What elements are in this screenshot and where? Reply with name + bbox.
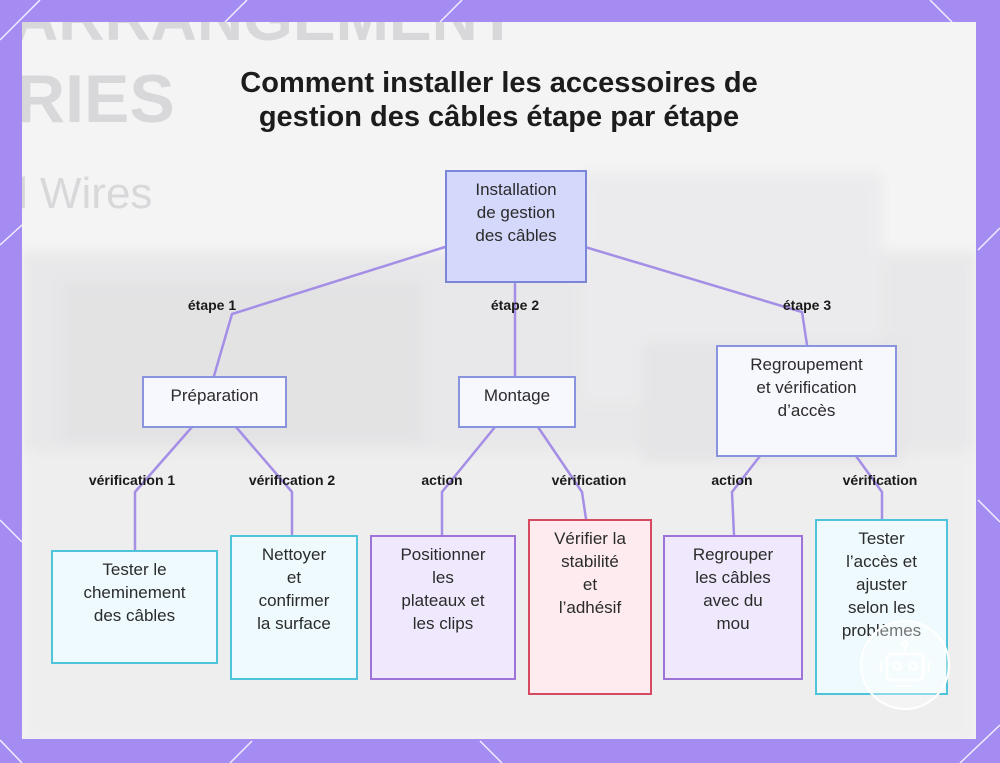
node-line: ajuster bbox=[842, 573, 921, 596]
node-nettoyer: Nettoyer et confirmer la surface bbox=[230, 535, 358, 680]
node-line: de gestion bbox=[475, 201, 556, 224]
node-montage: Montage bbox=[458, 376, 576, 428]
node-tester-cheminement: Tester le cheminement des câbles bbox=[51, 550, 218, 664]
node-line: l’accès et bbox=[842, 550, 921, 573]
node-line: Vérifier la bbox=[554, 527, 626, 550]
node-verifier: Vérifier la stabilité et l’adhésif bbox=[528, 519, 652, 695]
node-line: Tester bbox=[842, 527, 921, 550]
node-line: la surface bbox=[257, 612, 331, 635]
node-positionner: Positionner les plateaux et les clips bbox=[370, 535, 516, 680]
edge-label-action-montage: action bbox=[421, 472, 462, 488]
edge-label-verification-regroupement: vérification bbox=[843, 472, 918, 488]
edge-label-action-regroupement: action bbox=[711, 472, 752, 488]
edge-label-verification-1: vérification 1 bbox=[89, 472, 175, 488]
node-line: Préparation bbox=[171, 384, 259, 407]
edge-etape-3 bbox=[585, 247, 807, 345]
node-line: et bbox=[554, 573, 626, 596]
node-line: les bbox=[400, 566, 485, 589]
node-line: les clips bbox=[400, 612, 485, 635]
edge-label-verification-2: vérification 2 bbox=[249, 472, 335, 488]
edge-etape-1 bbox=[214, 247, 445, 376]
node-line: selon les bbox=[842, 596, 921, 619]
node-line: Tester le bbox=[83, 558, 185, 581]
edge-action-regroupement bbox=[732, 456, 760, 535]
node-line: Installation bbox=[475, 178, 556, 201]
diagram-panel: ARRANGEMENT RIES l Wires Comment install… bbox=[22, 22, 976, 739]
node-line: Regrouper bbox=[693, 543, 773, 566]
node-line: Nettoyer bbox=[257, 543, 331, 566]
edge-label-etape-3: étape 3 bbox=[783, 297, 831, 313]
node-line: les câbles bbox=[693, 566, 773, 589]
edge-verification-1 bbox=[135, 427, 192, 550]
node-line: mou bbox=[693, 612, 773, 635]
edge-label-etape-1: étape 1 bbox=[188, 297, 236, 313]
node-regroupement: Regroupement et vérification d’accès bbox=[716, 345, 897, 457]
robot-logo-icon bbox=[860, 620, 950, 710]
node-line: Regroupement bbox=[750, 353, 862, 376]
node-line: des câbles bbox=[475, 224, 556, 247]
node-line: et vérification bbox=[750, 376, 862, 399]
edge-label-verification-montage: vérification bbox=[552, 472, 627, 488]
node-line: l’adhésif bbox=[554, 596, 626, 619]
edge-label-etape-2: étape 2 bbox=[491, 297, 539, 313]
node-line: des câbles bbox=[83, 604, 185, 627]
node-installation-root: Installation de gestion des câbles bbox=[445, 170, 587, 283]
node-line: confirmer bbox=[257, 589, 331, 612]
node-regrouper: Regrouper les câbles avec du mou bbox=[663, 535, 803, 680]
node-line: cheminement bbox=[83, 581, 185, 604]
node-line: avec du bbox=[693, 589, 773, 612]
node-line: stabilité bbox=[554, 550, 626, 573]
node-preparation: Préparation bbox=[142, 376, 287, 428]
node-line: d’accès bbox=[750, 399, 862, 422]
node-line: et bbox=[257, 566, 331, 589]
node-line: Montage bbox=[484, 384, 550, 407]
node-line: plateaux et bbox=[400, 589, 485, 612]
node-line: Positionner bbox=[400, 543, 485, 566]
